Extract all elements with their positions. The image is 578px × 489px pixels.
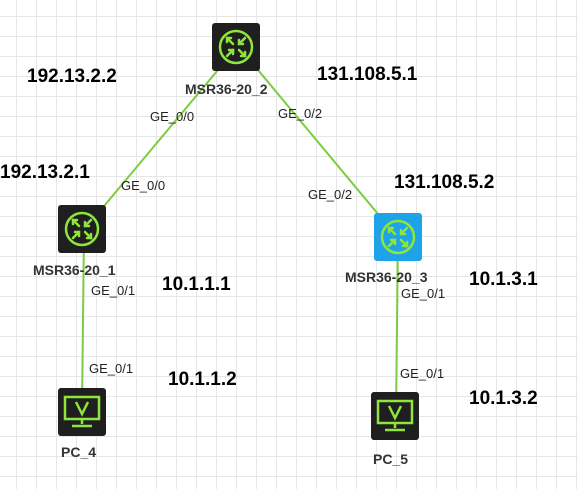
ip-label-pc4: 10.1.1.2 (168, 369, 237, 390)
pc-monitor-icon (63, 395, 101, 428)
link-r2-r1[interactable] (83, 45, 239, 231)
pc-5[interactable] (371, 392, 419, 440)
pc-monitor-icon (376, 399, 414, 432)
device-label-msr36-20-1: MSR36-20_1 (33, 262, 116, 278)
ip-label-r1-top: 192.13.2.1 (0, 162, 90, 183)
ip-label-r2-right: 131.108.5.1 (317, 64, 418, 85)
ip-label-r3-top: 131.108.5.2 (394, 172, 495, 193)
link-r2-r3[interactable] (237, 45, 399, 239)
device-label-pc-4: PC_4 (61, 444, 97, 460)
ip-label-pc5: 10.1.3.2 (469, 388, 538, 409)
link-r3-pc5[interactable] (395, 237, 399, 415)
port-label-pc4-ge01: GE_0/1 (89, 361, 134, 376)
ip-label-r1-bottom: 10.1.1.1 (162, 274, 231, 295)
router-msr36-20-1[interactable] (58, 205, 106, 253)
router-msr36-20-2[interactable] (212, 23, 260, 71)
port-label-r3-ge01: GE_0/1 (401, 286, 446, 301)
device-label-pc-5: PC_5 (373, 451, 409, 467)
port-label-r1-ge00: GE_0/0 (121, 178, 166, 193)
pc-4[interactable] (58, 388, 106, 436)
port-label-r2-ge02: GE_0/2 (278, 106, 323, 121)
ip-label-r2-left: 192.13.2.2 (27, 66, 117, 87)
port-label-r2-ge00: GE_0/0 (150, 109, 195, 124)
router-icon (218, 29, 254, 65)
router-icon (64, 211, 100, 247)
port-label-r1-ge01: GE_0/1 (91, 283, 136, 298)
port-label-r3-ge02: GE_0/2 (308, 187, 353, 202)
link-r1-pc4[interactable] (81, 229, 85, 411)
router-icon (380, 219, 416, 255)
device-label-msr36-20-2: MSR36-20_2 (185, 81, 268, 97)
ip-label-r3-bottom: 10.1.3.1 (469, 269, 538, 290)
router-msr36-20-3[interactable] (374, 213, 422, 261)
device-label-msr36-20-3: MSR36-20_3 (345, 269, 428, 285)
port-label-pc5-ge01: GE_0/1 (400, 366, 445, 381)
